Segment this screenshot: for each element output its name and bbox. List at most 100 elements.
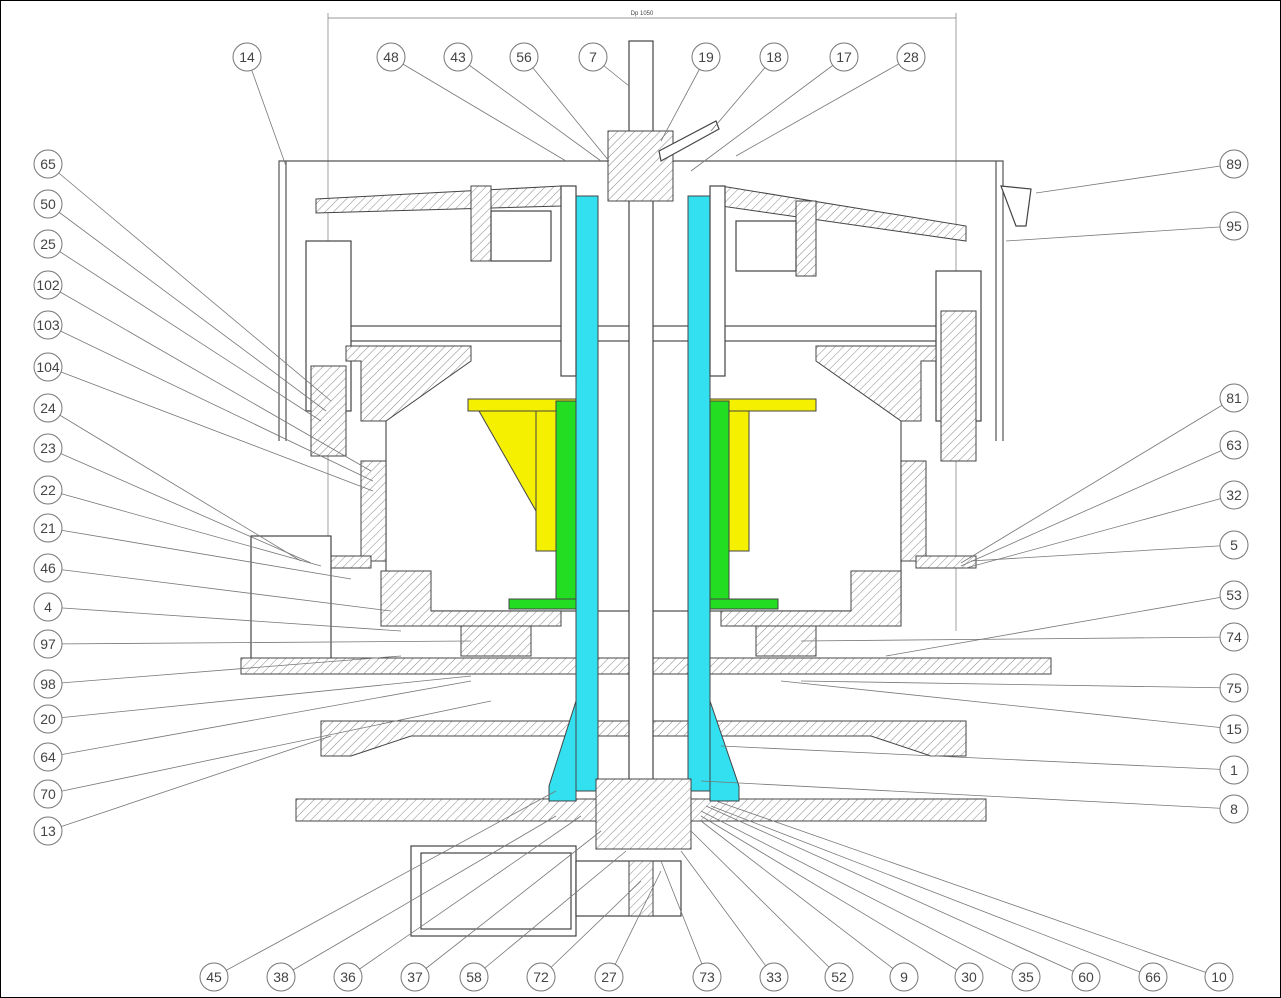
balloon-circle (33, 433, 63, 463)
balloon-circle (33, 553, 63, 583)
balloon-label: 50 (40, 196, 56, 212)
yellow-gusset-left (478, 410, 537, 513)
balloon-circle (33, 352, 63, 382)
balloon-circle (1219, 714, 1249, 744)
balloon-circle (33, 592, 63, 622)
leader-line (47, 407, 302, 562)
leader-line (970, 544, 1235, 562)
balloon-circle (578, 42, 608, 72)
balloon-89: 89 (1219, 149, 1249, 179)
leader-line (660, 860, 708, 978)
balloon-60: 60 (1071, 962, 1101, 992)
balloon-label: 53 (1226, 587, 1242, 603)
balloon-circle (33, 189, 63, 219)
balloon-label: 98 (40, 676, 56, 692)
balloon-circle (266, 962, 296, 992)
balloon-circle (33, 816, 63, 846)
balloon-label: 58 (466, 969, 482, 985)
colored-parts (467, 195, 817, 802)
balloon-circle (759, 42, 789, 72)
balloon-circle (1138, 962, 1168, 992)
balloon-43: 43 (443, 42, 473, 72)
cyan-base-right (709, 700, 740, 802)
balloon-66: 66 (1138, 962, 1168, 992)
balloon-38: 38 (266, 962, 296, 992)
leader-line (473, 850, 627, 978)
balloon-label: 33 (766, 969, 782, 985)
leader-line (735, 56, 912, 157)
balloon-circle (33, 513, 63, 543)
balloon-label: 20 (40, 711, 56, 727)
balloon-circle (1219, 755, 1249, 785)
balloon-circle (1011, 962, 1041, 992)
leader-line (47, 735, 332, 832)
balloon-label: 7 (589, 49, 597, 65)
dimension-text: Dp 1050 (631, 11, 654, 17)
balloon-circle (1071, 962, 1101, 992)
balloon-label: 17 (836, 49, 852, 65)
balloon-52: 52 (824, 962, 854, 992)
balloon-circle (33, 475, 63, 505)
balloon-circle (1219, 149, 1249, 179)
balloon-label: 32 (1226, 487, 1242, 503)
balloon-label: 81 (1226, 390, 1242, 406)
balloon-28: 28 (896, 42, 926, 72)
balloon-24: 24 (33, 393, 63, 423)
balloon-32: 32 (1219, 480, 1249, 510)
leader-line (710, 805, 1154, 978)
cyan-tube-right (687, 195, 711, 792)
balloon-circle (1219, 580, 1249, 610)
balloon-46: 46 (33, 553, 63, 583)
balloon-97: 97 (33, 629, 63, 659)
balloon-74: 74 (1219, 622, 1249, 652)
balloon-label: 4 (44, 599, 52, 615)
balloon-circle (33, 779, 63, 809)
green-sleeve-right (708, 400, 730, 602)
leader-line (47, 527, 352, 580)
leader-line (660, 56, 707, 142)
leader-line (680, 850, 775, 978)
balloon-20: 20 (33, 704, 63, 734)
leader-line (47, 680, 472, 758)
balloon-circle (232, 42, 262, 72)
balloon-64: 64 (33, 742, 63, 772)
balloon-70: 70 (33, 779, 63, 809)
balloon-circle (1219, 211, 1249, 241)
balloon-label: 45 (206, 969, 222, 985)
leader-line (800, 636, 1235, 642)
balloon-circle (1219, 430, 1249, 460)
balloon-18: 18 (759, 42, 789, 72)
balloon-label: 25 (40, 236, 56, 252)
balloon-30: 30 (954, 962, 984, 992)
balloon-4: 4 (33, 592, 63, 622)
balloon-label: 43 (450, 49, 466, 65)
balloon-label: 65 (40, 156, 56, 172)
balloon-label: 56 (516, 49, 532, 65)
balloon-23: 23 (33, 433, 63, 463)
balloon-label: 1 (1230, 762, 1238, 778)
leader-line (705, 805, 1087, 978)
balloon-circle (33, 149, 63, 179)
balloon-label: 66 (1145, 969, 1161, 985)
leader-line (47, 243, 322, 422)
balloon-circle (526, 962, 556, 992)
leader-line (47, 489, 322, 567)
balloon-98: 98 (33, 669, 63, 699)
balloon-circle (33, 310, 63, 340)
leader-line (47, 655, 402, 685)
balloon-48: 48 (376, 42, 406, 72)
balloon-circle (376, 42, 406, 72)
balloon-label: 10 (1211, 969, 1227, 985)
balloon-circle (33, 742, 63, 772)
balloon-label: 97 (40, 636, 56, 652)
balloon-circle (889, 962, 919, 992)
balloon-58: 58 (459, 962, 489, 992)
balloon-circle (1219, 673, 1249, 703)
leader-line (246, 56, 287, 167)
leader-line (47, 163, 332, 402)
cyan-base-left (548, 700, 577, 802)
green-flange-left (508, 598, 577, 610)
balloon-circle (594, 962, 624, 992)
leader-line (715, 800, 1220, 978)
